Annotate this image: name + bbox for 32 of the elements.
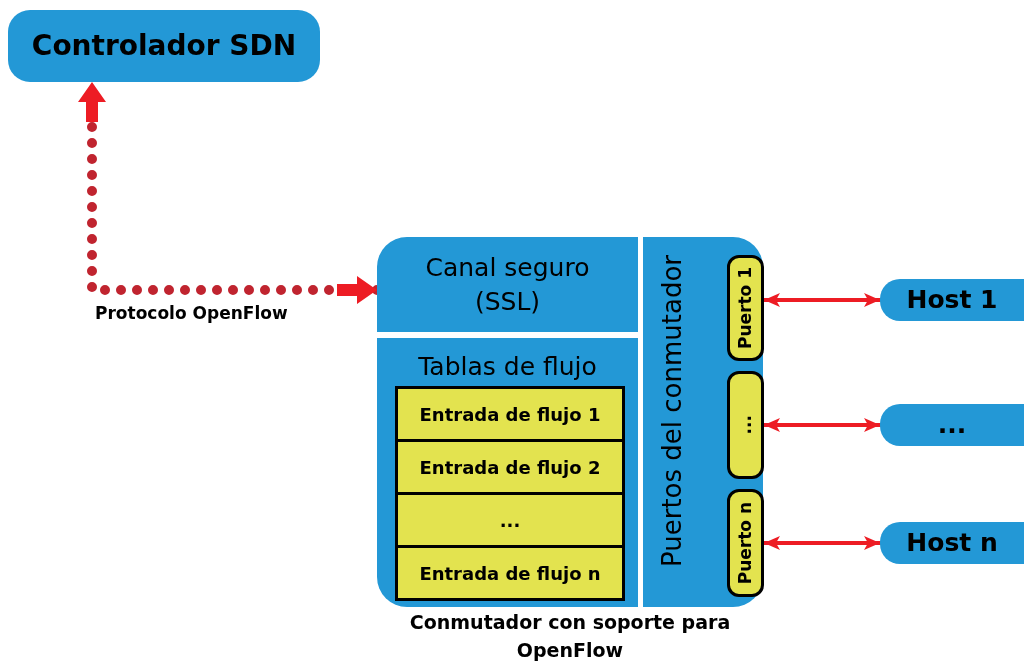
flow-table-panel [377, 338, 638, 607]
node-label: Entrada de flujo 1 [419, 402, 601, 427]
controller-box [8, 10, 320, 82]
node-label: Tablas de flujo [417, 351, 598, 383]
port-slot [727, 371, 764, 479]
port-slot [727, 489, 764, 597]
node-label: Puerto n [733, 501, 756, 585]
node-label: Controlador SDN [31, 28, 297, 64]
node-label: ... [937, 409, 967, 442]
node-label: Conmutador con soporte para OpenFlow [408, 610, 732, 661]
host-box [880, 404, 1024, 446]
arrow [762, 536, 882, 550]
node-label: Puertos del conmutador [656, 255, 688, 567]
flow-entry [395, 386, 625, 442]
ports-panel [643, 237, 763, 607]
node-label: Host n [906, 527, 998, 560]
secure-channel-panel [377, 237, 638, 332]
arrow [762, 293, 882, 307]
node-label: Entrada de flujo 2 [419, 455, 601, 480]
flow-entry [395, 545, 625, 601]
node-label: Entrada de flujo n [419, 561, 601, 586]
flow-entry [395, 439, 625, 495]
node-label: ... [733, 415, 756, 435]
arrow [762, 418, 882, 432]
flow-entry [395, 492, 625, 548]
port-slot [727, 255, 764, 361]
node-label: Host 1 [906, 284, 998, 317]
host-box [880, 279, 1024, 321]
node-label: ... [499, 508, 521, 533]
node-label: Puerto 1 [733, 267, 756, 349]
host-box [880, 522, 1024, 564]
node-label: Canal seguro (SSL) [424, 251, 591, 318]
